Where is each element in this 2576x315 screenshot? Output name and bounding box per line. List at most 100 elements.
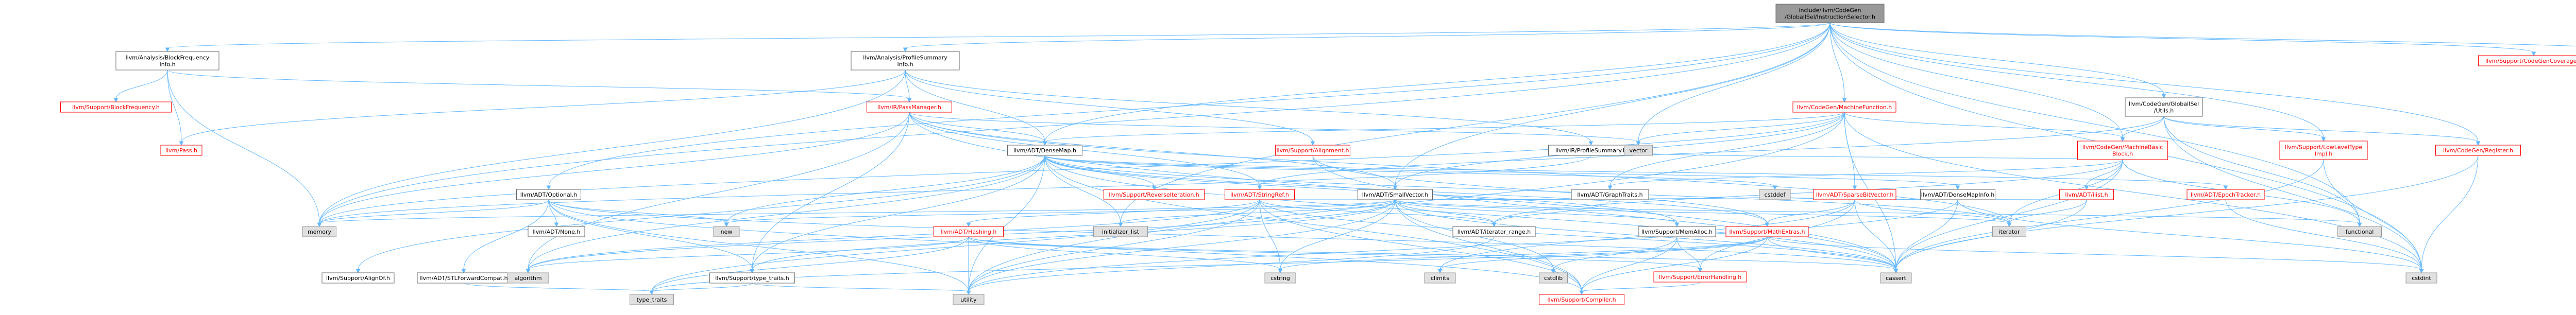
node-epoch[interactable]: llvm/ADT/EpochTracker.h — [2187, 189, 2265, 200]
node-label: memory — [308, 229, 331, 235]
node-typetraits_s: type_traits — [630, 294, 674, 305]
node-label: new — [721, 229, 733, 235]
node-pm[interactable]: llvm/IR/PassManager.h — [867, 101, 952, 113]
node-smallvec[interactable]: llvm/ADT/SmallVector.h — [1358, 189, 1433, 200]
edge-smallvec-to-memory — [317, 199, 1396, 227]
node-label: initializer_list — [1102, 229, 1140, 235]
node-cgmf[interactable]: llvm/CodeGen/MachineFunction.h — [1792, 101, 1896, 113]
node-box — [1539, 294, 1624, 305]
node-box — [1358, 189, 1433, 200]
node-algorithm: algorithm — [507, 272, 549, 284]
node-label: llvm/Support/MemAlloc.h — [1641, 229, 1713, 235]
node-box — [1725, 226, 1809, 237]
node-climits: climits — [1424, 272, 1456, 284]
node-label: llvm/CodeGen/Register.h — [2443, 147, 2513, 154]
edge-abf-to-sbf — [113, 69, 168, 103]
edge-optional-to-new — [548, 199, 729, 227]
node-box — [1792, 101, 1896, 113]
node-box — [1638, 226, 1716, 237]
node-box — [1093, 226, 1148, 237]
edge-optional-to-stlfwd — [461, 199, 549, 274]
node-errh[interactable]: llvm/Support/ErrorHandling.h — [1653, 271, 1747, 283]
node-cgreg[interactable]: llvm/CodeGen/Register.h — [2435, 145, 2521, 156]
node-label: llvm/ADT/SparseBitVector.h — [1816, 191, 1894, 198]
node-gisutils[interactable]: llvm/CodeGen/GlobalISel/Utils.h — [2125, 97, 2203, 117]
edge-root-to-psi — [903, 22, 1831, 52]
edge-densemap-to-cstddef — [1044, 155, 1777, 190]
node-pass[interactable]: llvm/Pass.h — [160, 145, 202, 156]
node-none[interactable]: llvm/ADT/None.h — [528, 226, 585, 237]
node-iterrange[interactable]: llvm/ADT/iterator_range.h — [1452, 226, 1536, 237]
node-label: llvm/CodeGen/GlobalISel — [2129, 101, 2199, 108]
edge-root-to-densemap — [1042, 22, 1831, 146]
node-label: llvm/Pass.h — [165, 147, 197, 154]
node-label: /GlobalISel/InstructionSelector.h — [1785, 14, 1875, 21]
edge-graphtraits-to-iterrange — [1492, 199, 1611, 227]
node-compiler[interactable]: llvm/Support/Compiler.h — [1539, 294, 1624, 305]
node-box — [1775, 4, 1885, 23]
node-stlfwd[interactable]: llvm/ADT/STLForwardCompat.h — [417, 272, 511, 284]
edge-mbb-to-cassert — [1893, 159, 2123, 274]
edge-gisutils-to-mbb — [2120, 116, 2164, 142]
node-ilist[interactable]: llvm/ADT/ilist.h — [2059, 189, 2114, 200]
edge-mathext-to-compiler — [1579, 236, 1768, 295]
edge-root-to-abf — [165, 22, 1831, 52]
node-box — [1571, 189, 1649, 200]
node-label: cstddef — [1765, 191, 1786, 198]
edge-smallvec-to-utility — [966, 199, 1396, 295]
node-densemap[interactable]: llvm/ADT/DenseMap.h — [1007, 145, 1082, 156]
node-cstdlib: cstdlib — [1539, 272, 1568, 284]
node-label: llvm/Support/Alignment.h — [1276, 147, 1349, 154]
node-typetraits[interactable]: llvm/Support/type_traits.h — [709, 272, 795, 284]
node-label: llvm/ADT/DenseMap.h — [1013, 147, 1076, 154]
node-label: llvm/ADT/EpochTracker.h — [2191, 191, 2261, 198]
node-hashing[interactable]: llvm/ADT/Hashing.h — [934, 226, 1004, 237]
node-stringref[interactable]: llvm/ADT/StringRef.h — [1225, 189, 1295, 200]
node-sbv[interactable]: llvm/ADT/SparseBitVector.h — [1813, 189, 1896, 200]
node-label: llvm/Support/type_traits.h — [715, 275, 789, 282]
edge-gisutils-to-functional — [2163, 116, 2362, 227]
node-box — [507, 272, 549, 284]
node-dmi[interactable]: llvm/ADT/DenseMapInfo.h — [1920, 189, 1995, 200]
node-label: Impl.h — [2315, 151, 2332, 157]
node-label: llvm/IR/PassManager.h — [877, 104, 941, 111]
node-cgcov[interactable]: llvm/Support/CodeGenCoverage.h — [2478, 55, 2576, 66]
node-sbf[interactable]: llvm/Support/BlockFrequency.h — [60, 101, 172, 113]
node-label: climits — [1431, 275, 1449, 282]
node-label: llvm/Support/BlockFrequency.h — [72, 104, 160, 111]
node-label: Info.h — [897, 61, 913, 68]
edge-pm-to-densemap — [909, 112, 1047, 146]
node-irpsum[interactable]: llvm/IR/ProfileSummary.h — [1548, 145, 1634, 156]
node-label: cstring — [1270, 275, 1290, 282]
node-mathext[interactable]: llvm/Support/MathExtras.h — [1725, 226, 1809, 237]
node-salign[interactable]: llvm/Support/Alignment.h — [1275, 145, 1350, 156]
edge-psi-to-irpsum — [905, 69, 1594, 146]
node-label: functional — [2346, 229, 2374, 235]
edge-stringref-to-cstddef — [1259, 196, 1777, 201]
edge-typetraits-to-typetraits_s — [649, 283, 753, 295]
edge-psi-to-pass — [179, 69, 906, 146]
node-label: llvm/ADT/SmallVector.h — [1362, 191, 1429, 198]
node-memalloc[interactable]: llvm/Support/MemAlloc.h — [1638, 226, 1716, 237]
node-label: utility — [960, 296, 977, 303]
node-functional: functional — [2337, 226, 2382, 237]
edge-gisutils-to-llt — [2163, 116, 2326, 142]
node-label: llvm/Analysis/BlockFrequency — [126, 55, 210, 61]
edge-cgmf-to-mbb — [1844, 112, 2125, 142]
node-graphtraits[interactable]: llvm/ADT/GraphTraits.h — [1571, 189, 1649, 200]
edge-gisutils-to-stringref — [1257, 116, 2164, 190]
node-label: cassert — [1886, 275, 1907, 282]
node-box — [321, 272, 395, 284]
edge-smallvec-to-initlist — [1118, 199, 1396, 227]
node-optional[interactable]: llvm/ADT/Optional.h — [516, 189, 581, 200]
node-label: Block.h — [2112, 151, 2133, 157]
node-revit[interactable]: llvm/Support/ReverseIteration.h — [1104, 189, 1205, 200]
edge-densemap-to-alignof — [355, 155, 1045, 274]
node-alignof[interactable]: llvm/Support/AlignOf.h — [321, 272, 395, 284]
node-label: llvm/ADT/None.h — [533, 229, 581, 235]
node-box — [1813, 189, 1896, 200]
